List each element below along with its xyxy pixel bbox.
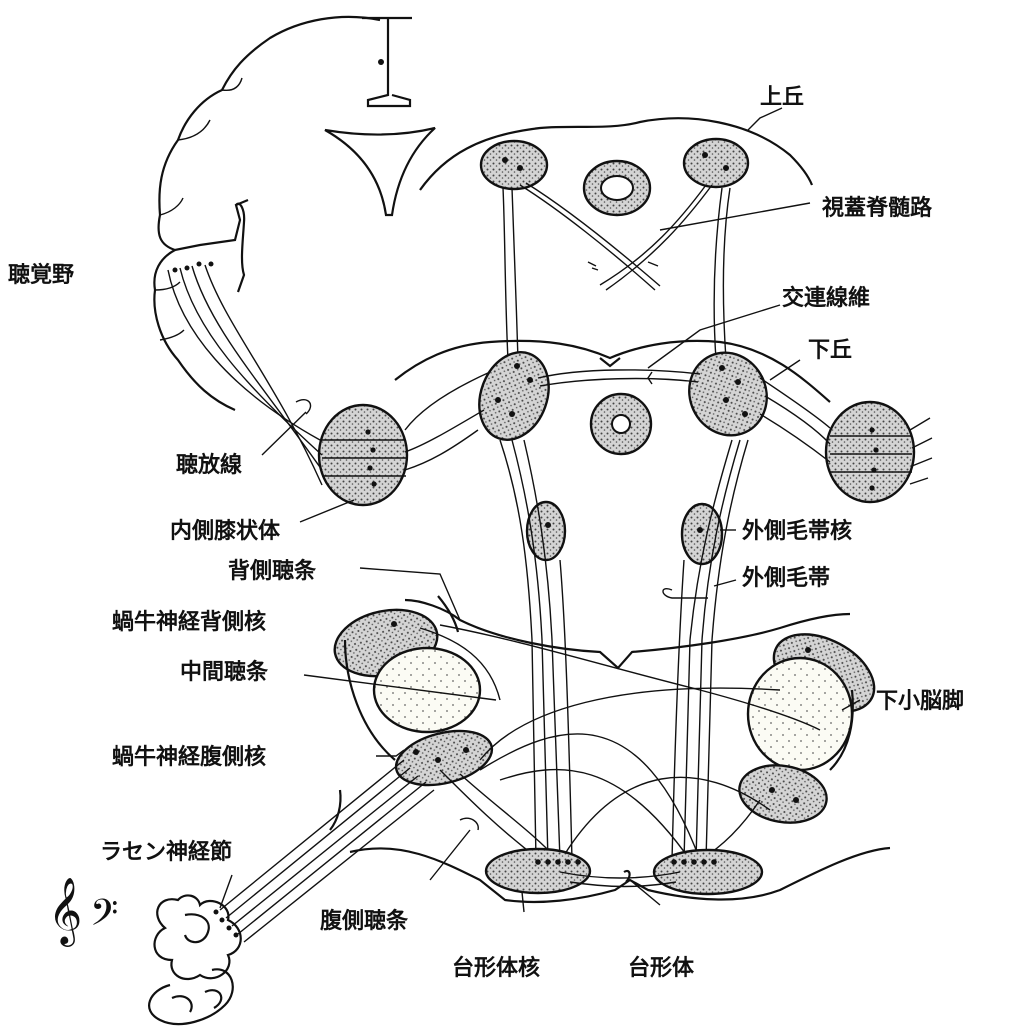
label-medial-geniculate-body: 内側膝状体	[170, 519, 281, 544]
label-commissural-fibers: 交連線維	[782, 285, 870, 311]
superior-colliculus-right	[684, 139, 748, 187]
label-trapezoid-body: 台形体	[628, 955, 695, 981]
superior-colliculus-left	[481, 141, 547, 189]
trapezoid-nucleus-left	[486, 849, 590, 893]
treble-clef-icon: 𝄞	[48, 876, 82, 947]
label-acoustic-radiation: 聴放線	[176, 452, 242, 478]
acoustic-radiation	[168, 265, 322, 485]
svg-text:𝄢: 𝄢	[90, 892, 118, 943]
label-spiral-ganglion: ラセン神経節	[100, 839, 232, 865]
label-inferior-colliculus: 下丘	[808, 338, 852, 363]
label-superior-colliculus: 上丘	[760, 85, 804, 110]
trapezoid-nucleus-right	[654, 850, 762, 894]
label-trapezoid-nucleus: 台形体核	[452, 955, 540, 981]
cerebral-hemisphere	[154, 17, 380, 410]
label-ventral-cochlear-nucleus: 蝸牛神経腹側核	[112, 744, 266, 770]
label-intermediate-acoustic-stria: 中間聴条	[180, 659, 269, 685]
inferior-colliculus-left	[468, 342, 561, 449]
label-auditory-cortex: 聴覚野	[8, 262, 74, 288]
label-dorsal-cochlear-nucleus: 蝸牛神経背側核	[112, 609, 266, 635]
cerebral-aqueduct-lower	[591, 394, 651, 454]
commissural-fibers	[538, 370, 700, 378]
ventral-cochlear-nucleus-right	[735, 759, 831, 829]
label-lateral-lemniscus: 外側毛帯	[742, 565, 830, 591]
label-dorsal-acoustic-stria: 背側聴条	[228, 558, 317, 584]
cerebral-aqueduct-upper	[584, 161, 650, 215]
pons-lower-outline	[350, 848, 890, 902]
label-inferior-cerebellar-peduncle: 下小脳脚	[876, 689, 964, 714]
midline-fissure	[362, 18, 412, 106]
label-ventral-acoustic-stria: 腹側聴条	[320, 908, 409, 934]
label-lateral-lemniscus-nucleus: 外側毛帯核	[742, 518, 852, 544]
svg-text:𝄞: 𝄞	[48, 876, 82, 947]
bass-clef-icon: 𝄢	[90, 892, 118, 943]
lateral-lemniscus-nucleus-left	[527, 502, 565, 560]
lateral-lemniscus	[500, 440, 748, 860]
third-ventricle	[325, 128, 435, 215]
label-tectospinal-tract: 視蓋脊髄路	[822, 195, 933, 221]
inferior-cerebellar-peduncle-right	[748, 658, 852, 770]
cochlea	[149, 895, 241, 1024]
medial-geniculate-body-left	[319, 405, 407, 505]
inferior-cerebellar-peduncle-left	[374, 648, 480, 732]
